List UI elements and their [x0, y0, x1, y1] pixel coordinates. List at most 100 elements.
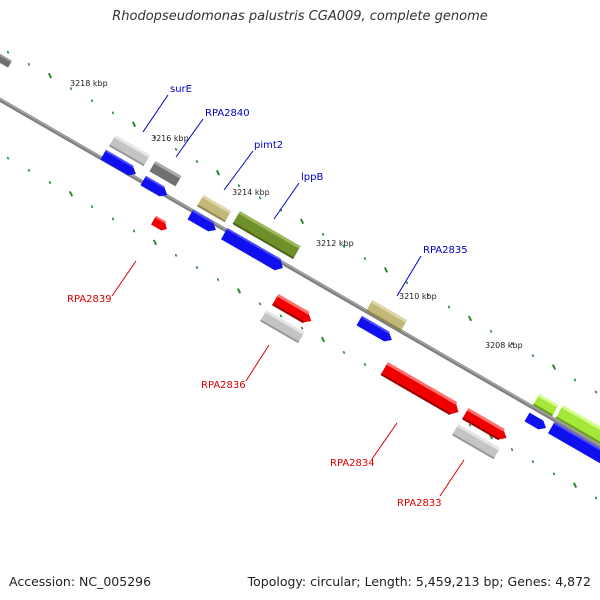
cds-arrow-rpa2835 — [356, 315, 392, 342]
tick-mark-minor — [531, 460, 535, 464]
tick-mark-minor — [111, 217, 115, 221]
gene-feature-rpa2836-red — [271, 293, 312, 324]
kbp-label-3212: 3212 kbp — [316, 239, 354, 248]
tick-mark-minor — [195, 265, 199, 269]
tick-mark-major — [47, 72, 53, 79]
tick-mark-major — [383, 267, 389, 273]
tick-mark-minor — [489, 329, 493, 333]
gene-feature-lppb — [232, 211, 301, 260]
tick-mark-minor — [174, 147, 178, 151]
kbp-label-3218: 3218 kbp — [70, 79, 108, 88]
tick-mark-minor — [594, 390, 598, 394]
tick-mark-minor — [258, 302, 262, 306]
gene-label-rpa2840: RPA2840 — [205, 108, 250, 119]
gene-feature-rpa2833-grey — [451, 423, 501, 460]
gene-feature-sure — [108, 134, 151, 167]
forward-callouts — [142, 94, 422, 297]
gene-feature-rpa2835 — [365, 299, 408, 332]
tick-mark-minor — [132, 229, 136, 233]
tick-mark-minor — [342, 350, 346, 354]
gene-label-pimt2: pimt2 — [254, 140, 283, 151]
tick-mark-minor — [552, 472, 556, 476]
topology-text: Topology: circular; Length: 5,459,213 bp… — [247, 574, 591, 589]
tick-mark-minor — [594, 496, 598, 500]
gene-feature-rpa2834 — [380, 362, 459, 416]
tick-mark-major — [572, 482, 578, 488]
tick-mark-minor — [27, 62, 31, 66]
tick-mark-minor — [237, 184, 241, 188]
kbp-label-3210: 3210 kbp — [399, 292, 437, 301]
cds-arrow-rpa2840 — [140, 175, 168, 197]
reverse-callouts — [111, 260, 465, 497]
callout-line-sure — [142, 94, 169, 133]
callout-line-rpa2835 — [396, 255, 422, 297]
callout-line-rpa2840 — [175, 118, 204, 158]
tick-mark-minor — [300, 326, 304, 330]
tick-mark-major — [299, 218, 305, 225]
accession-text: Accession: NC_005296 — [9, 574, 152, 589]
tick-mark-major — [467, 315, 473, 322]
genome-backbone-highlight — [0, 98, 600, 446]
tick-mark-minor — [195, 159, 199, 163]
tick-mark-minor — [69, 87, 73, 91]
kbp-label-3214: 3214 kbp — [232, 188, 270, 197]
tick-mark-minor — [468, 423, 472, 427]
callout-line-lppb — [273, 182, 300, 220]
gene-label-rpa2834: RPA2834 — [330, 458, 375, 469]
tick-mark-minor — [48, 180, 52, 185]
tick-mark-minor — [216, 278, 220, 282]
callout-line-rpa2836 — [245, 344, 270, 382]
tick-mark-minor — [447, 305, 451, 309]
gene-feature-pimt2 — [196, 194, 232, 223]
gene-label-rpa2833: RPA2833 — [397, 498, 442, 509]
callout-line-rpa2839 — [111, 260, 137, 297]
gene-label-rpa2835: RPA2835 — [423, 245, 468, 256]
gene-label-lppb: lppB — [301, 172, 323, 183]
tick-mark-minor — [510, 341, 514, 346]
tick-mark-minor — [405, 281, 409, 285]
gene-feature-rpa2839 — [150, 215, 167, 231]
gene-label-rpa2836: RPA2836 — [201, 380, 246, 391]
tick-mark-minor — [90, 205, 94, 209]
tick-mark-major — [215, 169, 221, 176]
cds-arrow-lppb — [220, 227, 283, 271]
map-title: Rhodopseudomonas palustris CGA009, compl… — [112, 9, 488, 24]
cds-arrow-right-a — [524, 412, 547, 430]
tick-mark-minor — [531, 354, 535, 358]
features — [0, 51, 600, 469]
tick-mark-major — [320, 336, 326, 343]
genome-backbone — [0, 97, 600, 449]
tick-mark-minor — [258, 196, 262, 200]
callout-line-rpa2833 — [439, 459, 465, 497]
tick-mark-minor — [342, 244, 346, 248]
cds-arrow-sure — [100, 149, 136, 176]
tick-mark-minor — [426, 293, 430, 297]
gene-label-rpa2839: RPA2839 — [67, 294, 112, 305]
gene-feature-rpa2833-red — [461, 407, 507, 441]
tick-mark-minor — [27, 168, 31, 172]
callout-line-rpa2834 — [371, 422, 398, 460]
gene-feature-lime-a — [532, 393, 559, 417]
tick-mark-minor — [174, 253, 178, 257]
tick-mark-minor — [321, 232, 325, 236]
kbp-label-3208: 3208 kbp — [485, 341, 523, 350]
tick-mark-minor — [153, 135, 157, 139]
gene-label-sure: surE — [170, 84, 192, 95]
tick-mark-major — [131, 121, 137, 128]
gene-feature-rpa2836-grey — [259, 309, 305, 344]
tick-mark-major — [152, 239, 158, 246]
callout-line-pimt2 — [223, 150, 254, 191]
tick-mark-minor — [6, 156, 10, 160]
tick-mark-minor — [510, 447, 514, 452]
gene-feature-rpa2840 — [149, 160, 182, 187]
gene-feature-lime-b — [555, 405, 600, 454]
kbp-label-3216: 3216 kbp — [151, 134, 189, 143]
tick-mark-major — [236, 288, 242, 294]
tick-mark-minor — [111, 111, 115, 115]
tick-mark-major — [68, 190, 74, 197]
cds-arrow-pimt2 — [187, 209, 216, 232]
tick-mark-minor — [573, 378, 577, 382]
tick-mark-minor — [6, 50, 10, 54]
tick-mark-major — [551, 364, 557, 370]
